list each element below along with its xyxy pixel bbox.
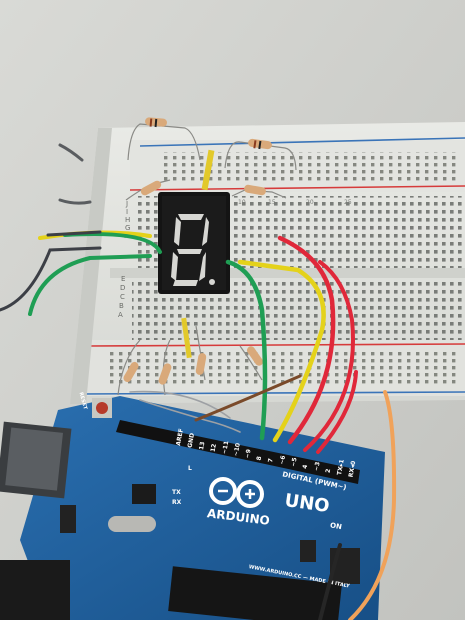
red-wire xyxy=(277,235,336,445)
pin-label: 7 xyxy=(267,458,275,463)
row-letter: C xyxy=(120,293,125,301)
pin-label: 4 xyxy=(302,464,310,469)
pin-label: ~10 xyxy=(233,442,242,456)
seven-segment-display xyxy=(158,192,230,294)
led-label-tx: TX xyxy=(172,489,181,496)
wires-arduino xyxy=(129,235,397,620)
red-wire-2 xyxy=(316,370,358,454)
pin-label: AREF xyxy=(175,428,185,446)
on-label: ON xyxy=(329,521,342,531)
pin-label: 2 xyxy=(325,468,333,473)
row-letter: I xyxy=(126,208,128,216)
usb-chip xyxy=(132,484,156,504)
atmega-chip xyxy=(168,566,342,620)
breadboard xyxy=(70,122,465,404)
breadboard-top-rail xyxy=(129,137,465,192)
row-letter: A xyxy=(118,311,123,319)
yellow-wire xyxy=(237,259,326,443)
arduino-board xyxy=(0,396,385,620)
breadboard-column-numbers: 10 15 20 25 xyxy=(238,199,352,206)
pin-label: TX▸1 xyxy=(336,459,346,476)
led-label-l: L xyxy=(188,465,192,472)
display-segments xyxy=(171,214,215,286)
arduino-logo xyxy=(209,477,264,508)
pin-label: ~9 xyxy=(244,449,252,459)
pin-label: ~6 xyxy=(279,455,287,465)
column-number: 20 xyxy=(306,199,314,206)
red-wire xyxy=(303,260,355,452)
gray-wire xyxy=(139,399,241,433)
row-letter: B xyxy=(119,302,124,310)
column-number: 10 xyxy=(238,199,246,206)
led-label-rx: RX xyxy=(172,499,182,506)
column-number: 15 xyxy=(268,199,276,206)
pin-label: ~3 xyxy=(313,461,321,471)
orange-wire xyxy=(348,390,397,620)
resistor-bodies-bottom xyxy=(123,346,264,385)
black-wire xyxy=(318,543,342,620)
row-letter: D xyxy=(120,284,125,292)
pin-label: RX◂0 xyxy=(348,460,358,477)
pin-label: ~5 xyxy=(290,457,298,467)
gray-wire xyxy=(129,390,231,419)
yellow-header-pin-bottom xyxy=(181,317,192,359)
pin-label: GND xyxy=(187,433,196,449)
yellow-header-pin xyxy=(201,149,215,191)
resistors-bottom xyxy=(117,325,263,396)
column-number: 25 xyxy=(344,199,352,206)
pin-label: ~11 xyxy=(221,440,230,454)
brown-wire xyxy=(194,374,302,422)
row-letter: G xyxy=(125,224,130,232)
wires-breadboard xyxy=(0,143,162,316)
pin-label: 12 xyxy=(210,443,218,452)
reset-label: RESET xyxy=(78,392,89,411)
power-jack xyxy=(0,560,70,620)
row-letter: E xyxy=(121,275,125,283)
row-letter: H xyxy=(125,216,130,224)
resistor-bodies-top xyxy=(140,117,272,196)
row-letter: J xyxy=(125,200,128,208)
pin-label: 8 xyxy=(256,456,264,461)
pin-label: 13 xyxy=(198,441,206,450)
green-wire xyxy=(225,259,268,441)
